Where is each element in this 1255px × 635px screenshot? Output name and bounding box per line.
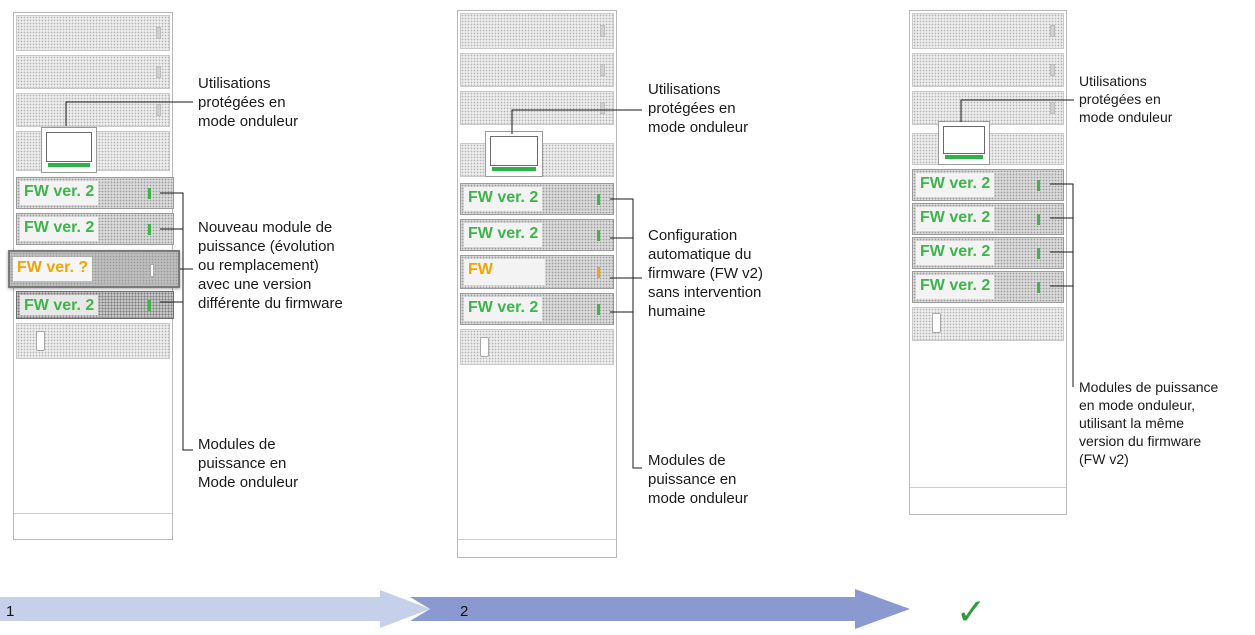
power-module: FW ver. 2 [912, 271, 1064, 303]
power-module: FW ver. 2 [912, 203, 1064, 235]
new-power-module: FW ver. ? [8, 250, 180, 288]
blank-slot [460, 91, 614, 125]
status-bar [492, 167, 536, 171]
blank-slot [460, 53, 614, 87]
leader-line [960, 99, 1074, 122]
status-led [150, 264, 154, 277]
annotation-auto-config: Configuration automatique du firmware (F… [648, 227, 763, 320]
annotation-protected-loads: Utilisations protégées en mode onduleur [198, 75, 299, 130]
cabinet-divider [910, 487, 1066, 488]
blank-cover [36, 331, 45, 351]
leader-line [1050, 183, 1074, 387]
blank-slot [912, 91, 1064, 125]
firmware-label: FW ver. 2 [916, 241, 995, 265]
firmware-label: FW ver. 2 [916, 207, 995, 231]
status-led [1037, 180, 1040, 191]
status-led [597, 194, 600, 205]
leader-line [610, 198, 642, 469]
step-number-2: 2 [460, 603, 469, 620]
annotation-new-module: Nouveau module de puissance (évolution o… [198, 219, 343, 312]
power-module: FW ver. 2 [16, 177, 174, 209]
step-arrow-1 [0, 590, 430, 628]
firmware-label: FW ver. 2 [916, 173, 995, 197]
display-screen [46, 132, 92, 162]
leader-line [160, 192, 193, 451]
power-module: FW ver. 2 [16, 213, 174, 245]
leader-line [65, 101, 193, 126]
blank-cover [480, 337, 489, 357]
power-module: FW ver. 2 [460, 219, 614, 251]
leader-line [511, 109, 642, 134]
blank-slot [16, 55, 170, 89]
firmware-label: FW ver. 2 [20, 217, 99, 241]
blank-slot [912, 13, 1064, 49]
firmware-label: FW ver. 2 [20, 181, 99, 205]
status-led [148, 224, 151, 235]
power-module: FW ver. 2 [16, 291, 174, 319]
step-number-1: 1 [6, 603, 15, 620]
blank-cover [932, 313, 941, 333]
firmware-label: FW ver. 2 [464, 223, 543, 247]
control-display [485, 131, 543, 177]
status-bar [945, 155, 983, 159]
display-screen [943, 126, 985, 154]
annotation-protected-loads: Utilisations protégées en mode onduleur [1079, 73, 1173, 125]
power-module: FW ver. 2 [912, 237, 1064, 269]
power-module: FW ver. 2 [460, 293, 614, 325]
firmware-label: FW ver. ? [13, 257, 93, 281]
power-module: FW ver. 2 [460, 183, 614, 215]
step-arrow-2 [410, 589, 910, 629]
annotation-power-modules: Modules de puissance en Mode onduleur [198, 436, 299, 491]
status-bar [48, 163, 90, 167]
blank-slot [460, 13, 614, 49]
control-display [41, 127, 97, 173]
status-led [148, 188, 151, 199]
firmware-label: FW ver. 2 [464, 187, 543, 211]
firmware-label: FW ver. 2 [464, 297, 543, 321]
cabinet-divider [14, 513, 172, 514]
display-screen [490, 136, 538, 166]
cabinet-3: FW ver. 2 FW ver. 2 FW ver. 2 FW ver. 2 [909, 10, 1067, 515]
blank-slot [16, 93, 170, 127]
status-led [597, 304, 600, 315]
cabinet-divider [458, 539, 616, 540]
firmware-label: FW ver. 2 [916, 275, 995, 299]
cabinet-2: FW ver. 2 FW ver. 2 FW FW ver. 2 [457, 10, 617, 558]
status-led [1037, 214, 1040, 225]
status-led [597, 230, 600, 241]
firmware-label: FW ver. 2 [20, 295, 99, 315]
firmware-label: FW [464, 259, 545, 285]
status-led [148, 300, 151, 311]
check-icon: ✓ [956, 592, 987, 633]
annotation-power-modules-same-fw: Modules de puissance en mode onduleur, u… [1079, 379, 1219, 467]
cabinet-1: FW ver. 2 FW ver. 2 FW ver. 2 [13, 12, 174, 540]
power-module-updating: FW [460, 255, 614, 289]
status-led [1037, 248, 1040, 259]
power-module: FW ver. 2 [912, 169, 1064, 201]
annotation-protected-loads: Utilisations protégées en mode onduleur [648, 81, 749, 136]
status-led [1037, 282, 1040, 293]
control-display [938, 121, 990, 165]
blank-slot [16, 15, 170, 51]
status-led [597, 267, 600, 278]
annotation-power-modules: Modules de puissance en mode onduleur [648, 452, 749, 507]
blank-slot [912, 53, 1064, 87]
